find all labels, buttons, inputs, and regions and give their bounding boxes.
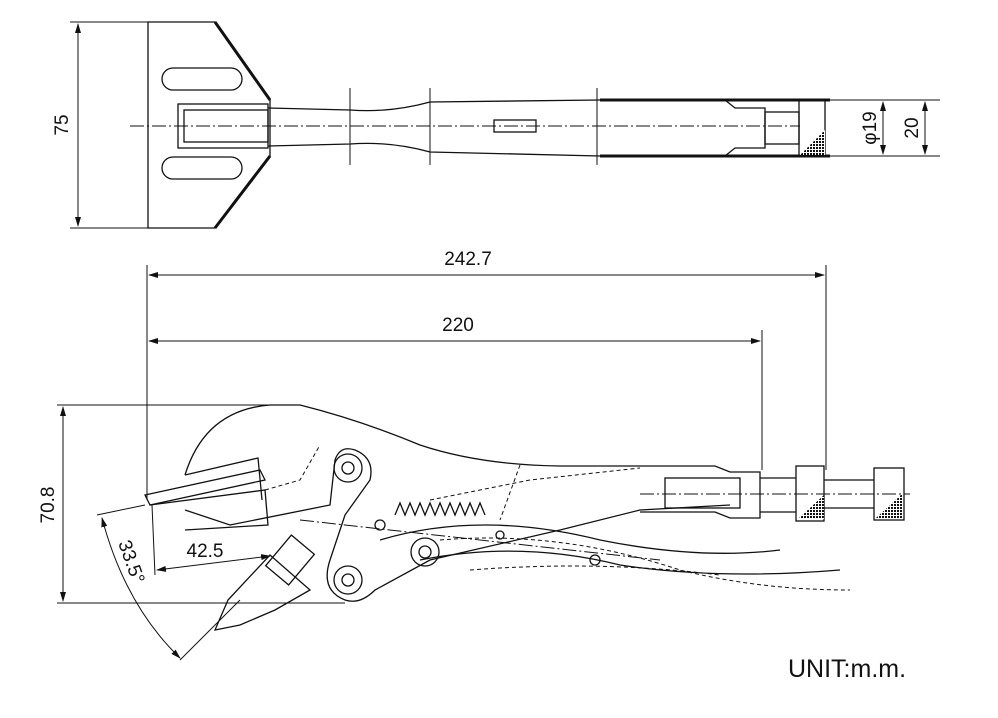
dim-75-label: 75 (52, 114, 73, 135)
top-view: 75 φ19 20 (52, 21, 940, 229)
dim-242-7-label: 242.7 (444, 249, 492, 270)
dimension-220: 220 (148, 315, 763, 470)
dim-phi19-label: φ19 (860, 111, 881, 144)
side-view: 242.7 220 70.8 42.5 33.5° (38, 249, 910, 661)
jaw-bracket (147, 21, 272, 229)
dimension-42-5: 42.5 (151, 504, 271, 576)
dimension-phi19: φ19 20 (830, 99, 940, 157)
plier-body (144, 404, 910, 631)
dim-70-8-label: 70.8 (38, 487, 59, 524)
dim-42-5-label: 42.5 (187, 541, 224, 562)
dimension-242-7: 242.7 (146, 249, 827, 500)
unit-label: UNIT:m.m. (788, 655, 906, 683)
dim-33-5-label: 33.5° (113, 538, 148, 587)
dim-220-label: 220 (442, 315, 474, 336)
dim-20-label: 20 (902, 117, 923, 138)
handle-top (130, 88, 830, 165)
dimension-75: 75 (52, 21, 148, 229)
